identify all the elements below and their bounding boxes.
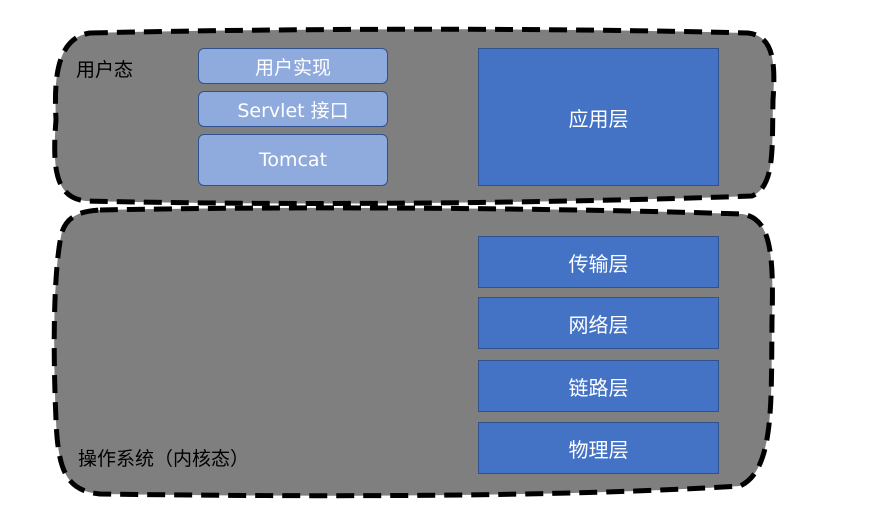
network-layer-label: 网络层 [568, 312, 629, 337]
user-implementation-label: 用户实现 [254, 56, 331, 79]
kernel-space-label: 操作系统（内核态） [78, 448, 250, 470]
transport-layer-label: 传输层 [568, 251, 629, 276]
servlet-interface-box: Servlet 接口 [198, 91, 388, 127]
network-layer-box: 网络层 [478, 297, 719, 349]
physical-layer-label: 物理层 [568, 437, 629, 462]
servlet-interface-label: Servlet 接口 [237, 99, 349, 122]
tomcat-box: Tomcat [198, 134, 388, 186]
user-implementation-box: 用户实现 [198, 48, 388, 84]
link-layer-label: 链路层 [568, 375, 629, 400]
physical-layer-box: 物理层 [478, 422, 719, 474]
link-layer-box: 链路层 [478, 360, 719, 412]
user-space-region-outline [52, 26, 777, 206]
application-layer-label: 应用层 [568, 106, 629, 131]
tomcat-label: Tomcat [258, 149, 328, 171]
kernel-space-region-outline [51, 205, 775, 499]
transport-layer-box: 传输层 [478, 236, 719, 288]
user-space-label: 用户态 [76, 59, 134, 81]
application-layer-box: 应用层 [478, 48, 719, 186]
